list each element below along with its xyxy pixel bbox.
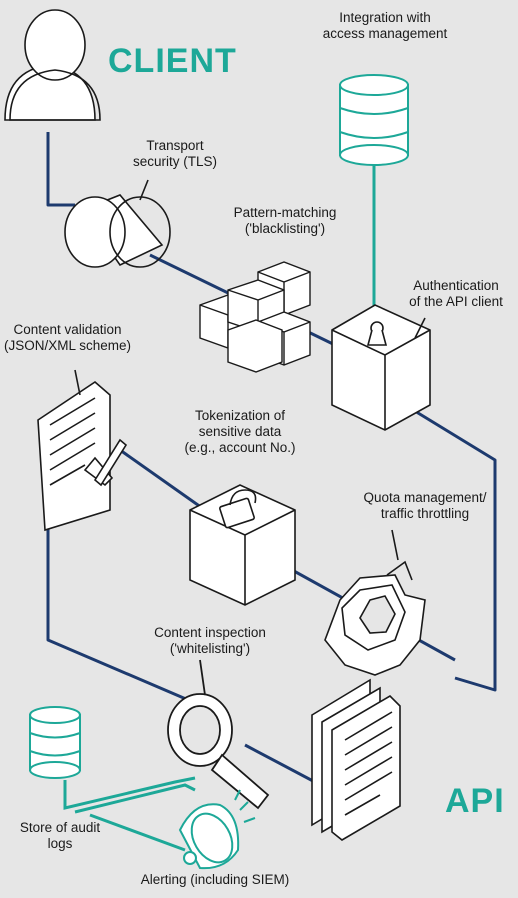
label-content-inspection: Content inspection('whitelisting') (154, 625, 266, 656)
magnifier-icon (167, 659, 270, 810)
label-alerting: Alerting (including SIEM) (140, 872, 290, 887)
database-icon (339, 74, 409, 166)
client-title: CLIENT (108, 42, 237, 80)
teal-connectors (63, 162, 376, 852)
gear-icon (324, 529, 426, 676)
alarm-bell-icon (178, 789, 256, 870)
api-title: API (445, 782, 505, 820)
keyhole-cube-icon (331, 304, 431, 431)
cylinder-icon (64, 179, 171, 268)
documents-stack-icon (311, 678, 401, 841)
user-icon (4, 9, 101, 121)
cubes-icon (199, 261, 311, 373)
label-pattern: Pattern-matching('blacklisting') (233, 205, 337, 236)
document-icon (37, 369, 128, 532)
lock-cube-icon (189, 484, 296, 606)
audit-database-icon (29, 706, 81, 779)
label-quota: Quota management/traffic throttling (363, 490, 487, 521)
label-content-validation: Content validation(JSON/XML scheme) (3, 322, 132, 353)
